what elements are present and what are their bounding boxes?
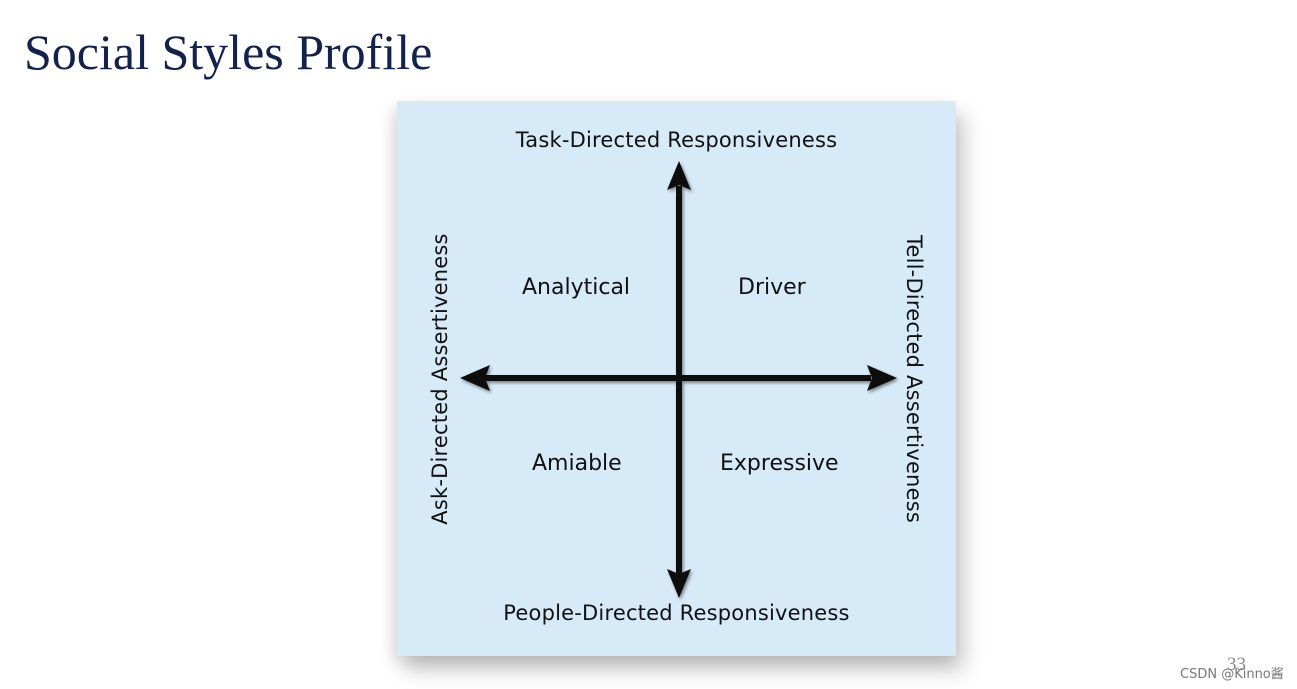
horizontal-axis-line — [485, 375, 871, 381]
arrow-down-icon — [667, 569, 691, 598]
axis-label-left: Ask-Directed Assertiveness — [428, 233, 452, 525]
axis-label-right: Tell-Directed Assertiveness — [902, 235, 926, 523]
arrow-left-icon — [460, 365, 490, 391]
slide-title: Social Styles Profile — [24, 24, 433, 80]
watermark: CSDN @Kinno酱 — [1180, 667, 1284, 682]
arrow-right-icon — [867, 365, 897, 391]
page-number: 33 — [1227, 654, 1246, 675]
quadrant-driver: Driver — [738, 275, 806, 300]
axis-label-bottom: People-Directed Responsiveness — [503, 601, 850, 625]
vertical-axis-line — [676, 186, 682, 578]
quadrant-analytical: Analytical — [522, 275, 631, 300]
quadrant-amiable: Amiable — [532, 451, 622, 476]
social-styles-diagram: Task-Directed Responsiveness People-Dire… — [397, 101, 956, 656]
quadrant-expressive: Expressive — [720, 451, 839, 476]
axis-label-top: Task-Directed Responsiveness — [515, 128, 838, 152]
axes-arrows — [460, 161, 897, 598]
arrow-up-icon — [667, 161, 691, 190]
